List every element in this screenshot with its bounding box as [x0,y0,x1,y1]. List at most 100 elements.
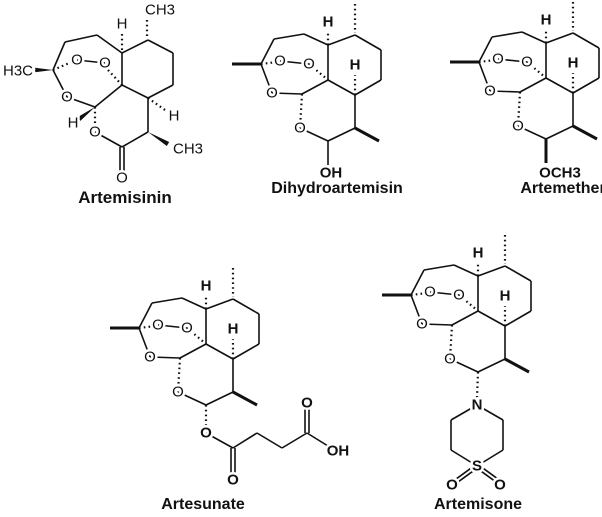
artemisinin-methyl-label: H3C [3,63,33,80]
dihydroartemisinin-oxepane-bonds [271,92,303,95]
dihydroartemisinin-oxepane-bonds [260,63,273,94]
artesunate-hydrogen: H [201,278,212,295]
artemisinin-ring-oxygen: O [89,124,101,141]
artesunate-succinate-chain [232,432,258,449]
dihydroartemisinin-cyclohexane-ring [327,34,356,46]
artemether-seven-ring [478,36,493,63]
artemether-methyl-bond [572,124,598,141]
artemisone-oxepane-bonds [451,310,479,326]
artemisone-dashed-bond [448,324,454,360]
artesunate-succinate-chain [256,432,283,449]
artesunate-ring-oxygen: O [144,349,156,366]
artemisone-peroxide-oxygen: O [424,284,436,301]
artesunate-carbonyl-oxygen: O [227,472,239,489]
dihydroartemisinin-ring-oxygen: O [294,120,306,137]
artemisone-seven-ring [410,269,425,296]
artemether-cyclohexane-ring [572,32,600,49]
artemisone-oxepane-bonds [410,294,423,325]
dihydroartemisinin-seven-ring [260,38,275,65]
artemisone-sulfonyl-oxygen: O [494,477,506,494]
artemisone-sulfur: S [472,458,482,475]
artemether-oxepane-bonds [519,77,547,93]
artesunate-succinate-chain [281,432,308,449]
artemisinin-cyclohexane-ring [147,84,174,99]
artemether-peroxide-dashed-bond [526,61,547,79]
artesunate-acid-carbonyl-oxygen: O [301,395,313,412]
dihydroartemisinin-seven-ring [303,33,329,46]
artesunate-ring-oxygen: O [172,384,184,401]
artemether-methoxy: OCH3 [539,165,581,182]
artemisone-hydrogen: H [473,245,484,262]
artemether-pyran-ring [545,125,574,140]
artemether-seven-ring [521,31,547,44]
dihydroartemisinin-hydrogen: H [350,57,361,74]
artemisone-methyl-bond [504,357,530,374]
artemether-hydrogen: H [541,12,552,29]
artemisinin-methyl-label: CH3 [173,141,203,158]
artesunate-seven-ring [151,297,183,304]
artemisinin-lactone-ring [94,131,123,148]
artesunate-cyclohexane-ring [232,343,260,360]
artemisone-cyclohexane-ring [477,310,506,327]
dihydroartemisinin-pyran-ring [327,127,356,142]
artesunate-acid-bond [306,432,329,447]
artemisone-ring-oxygen: O [416,316,428,333]
artemisinin-seven-ring [52,41,66,71]
artemisinin-carbonyl-oxygen: O [116,170,128,187]
artemisone-nitrogen: N [472,397,483,414]
dihydroartemisinin-peroxide-dashed-bond [308,63,329,81]
artesunate-oxepane-bonds [138,327,151,358]
artesunate-peroxide-oxygen: O [152,317,164,334]
artemisinin-ring-oxygen: O [61,89,73,106]
artemether-oxepane-bonds [489,90,521,93]
artemisinin-oxepane-bonds [52,69,68,98]
artemisone-thiomorpholine-ring [476,449,504,467]
artemisinin-oxepane-bonds [66,96,96,108]
artemisinin-peroxide-bond [76,59,106,64]
dihydroartemisinin-hydroxyl: OH [320,165,343,182]
artemisone-sulfonyl-bond [475,466,499,485]
artemisinin-h-wedge [77,107,95,121]
artesunate-cyclohexane-ring [205,343,234,360]
artemisone-thiomorpholine-ring [476,404,504,421]
artemisone-pyran-ring [477,358,506,373]
artemisinin-peroxide-oxygen: O [99,55,111,72]
artemisinin-seven-ring [64,34,98,43]
artesunate-peroxide-oxygen: O [181,320,193,337]
artemisinin-peroxide-oxygen: O [71,52,83,69]
artemisinin-hydrogen: H [169,108,180,125]
artemisone-pyran-ring [449,358,479,373]
artemether-hydrogen: H [568,55,579,72]
artemisone-peroxide-bond [429,291,460,296]
dihydroartemisinin-cyclohexane-ring [327,79,356,96]
artesunate-ester-oxygen: O [200,425,212,442]
artemether-peroxide-oxygen: O [492,51,504,68]
artemisinin-hydrogen: H [68,115,79,132]
artemisinin-peroxide-dashed-bond [107,69,123,86]
label-artemisone: Artemisone [433,496,523,513]
artemether-cyclohexane-ring [545,77,574,94]
artemisone-ring-oxygen: O [444,351,456,368]
dihydroartemisinin-dashed-bond [298,93,304,129]
artesunate-oxepane-bonds [149,356,181,359]
artemisone-cyclohexane-ring [477,265,506,277]
artemisinin-methyl-wedge [148,132,170,146]
dihydroartemisinin-oxepane-bonds [301,79,329,95]
artemisone-seven-ring [453,264,479,277]
label-dihydroartemisinin: Dihydroartemisin [271,180,403,197]
dihydroartemisinin-cyclohexane-ring [354,79,382,96]
artemisinin-methyl-wedge [35,67,53,73]
dihydroartemisinin-peroxide-bond [279,60,310,65]
artemether-ring-oxygen: O [484,83,496,100]
artemether-ring-oxygen: O [512,118,524,135]
dihydroartemisinin-cyclohexane-ring [354,34,382,51]
artemisone-sulfonyl-bond [455,466,479,485]
artesunate-peroxide-dashed-bond [186,327,207,345]
artemether-oxepane-bonds [478,61,491,92]
label-artemether: Artemether [520,180,602,197]
artemisinin-methyl-label: CH3 [145,2,175,19]
artemisone-hydrogen: H [500,288,511,305]
artesunate-seven-ring [181,297,207,310]
artemisone-peroxide-dashed-bond [458,294,479,312]
